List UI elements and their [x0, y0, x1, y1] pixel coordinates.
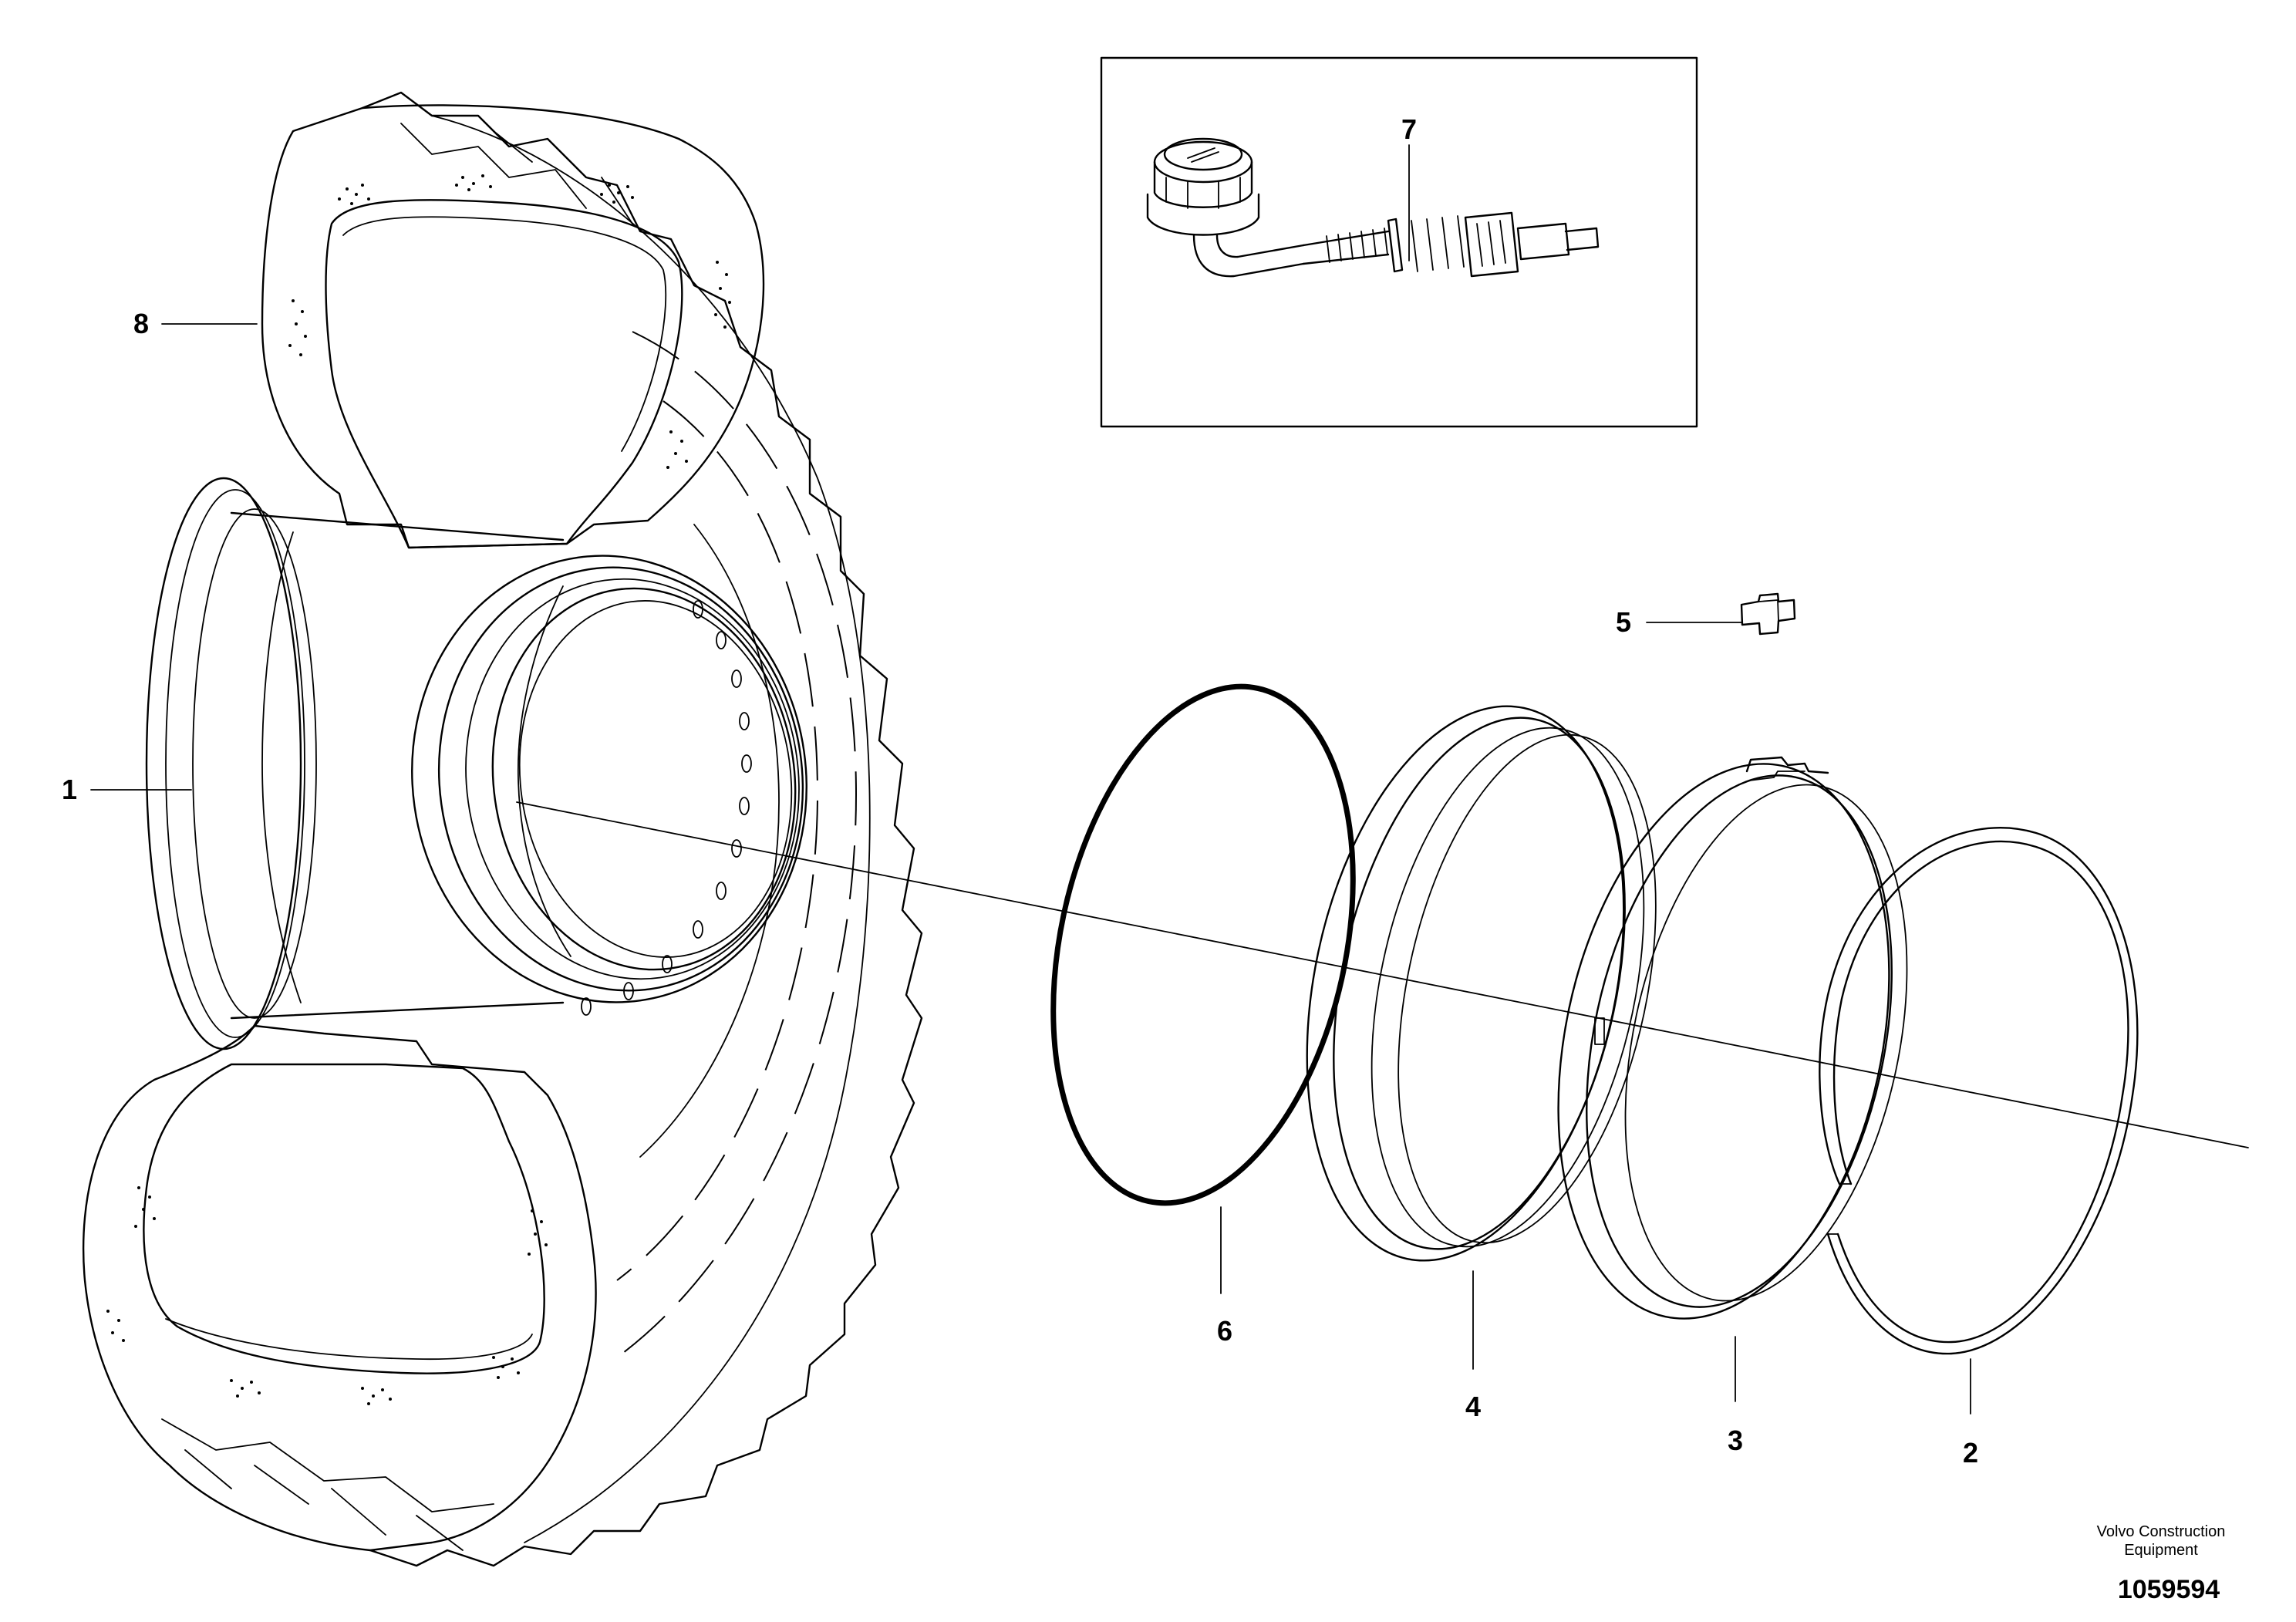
callout-1: 1 — [62, 774, 77, 805]
document-number: 1059594 — [2118, 1575, 2220, 1604]
small-block — [1740, 592, 1796, 636]
valve — [1146, 137, 1600, 278]
assembly-axis-line — [516, 801, 2249, 1148]
callout-6: 6 — [1217, 1315, 1232, 1347]
valve-inset-frame — [1100, 56, 1698, 428]
brand-line-1: Volvo Construction — [2097, 1523, 2226, 1540]
callout-5: 5 — [1616, 606, 1631, 638]
callout-2: 2 — [1963, 1437, 1978, 1469]
callout-3: 3 — [1728, 1425, 1743, 1456]
callout-4: 4 — [1465, 1391, 1481, 1422]
rim-bolt-holes — [581, 600, 752, 1016]
callouts: 8 1 7 5 6 4 3 2 — [62, 113, 1978, 1469]
tyre — [82, 91, 923, 1567]
callout-7: 7 — [1401, 113, 1417, 145]
leader-lines — [90, 144, 1971, 1415]
valve-threads — [1326, 211, 1600, 278]
callout-8: 8 — [133, 308, 149, 339]
rim — [145, 477, 807, 1050]
side-ring — [1557, 756, 1908, 1320]
brand-line-2: Equipment — [2124, 1542, 2198, 1559]
valve-inset — [1100, 56, 1698, 428]
lock-ring — [1819, 827, 2139, 1355]
tyre-stipple — [106, 174, 731, 1405]
o-ring — [1050, 683, 1356, 1206]
bead-seat-band — [1306, 705, 1657, 1262]
